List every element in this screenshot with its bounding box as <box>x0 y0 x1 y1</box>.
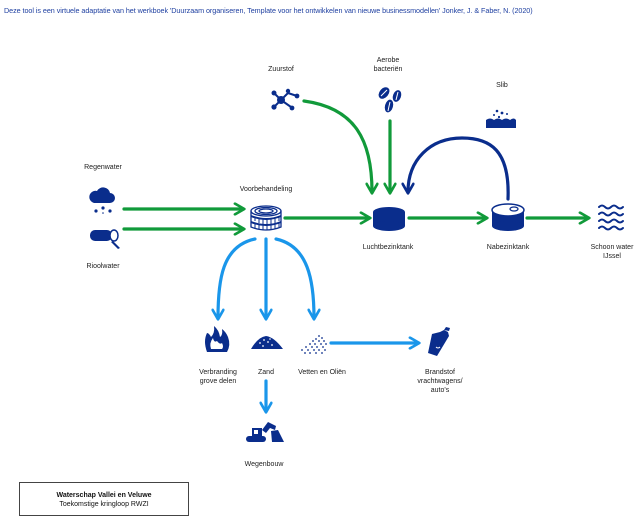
flow-zuurstof-luchtbezinktank <box>302 99 379 195</box>
label-verbranding-line2: grove delen <box>199 378 237 385</box>
label-zuurstof: Zuurstof <box>268 66 294 73</box>
oil-dot <box>304 352 306 354</box>
label-aerobe-line2: bacteriën <box>373 66 403 73</box>
flow-nabezinktank-luchtbezinktank <box>401 136 510 201</box>
label-verbranding-line1: Verbranding <box>199 369 237 376</box>
oil-dot <box>321 352 323 354</box>
sand-pile-icon <box>251 336 283 349</box>
water-waves-icon <box>598 204 624 231</box>
label-schoon-water-line2: IJssel <box>603 253 621 260</box>
sludge-icon <box>486 109 516 128</box>
excavator-icon <box>246 422 284 442</box>
oil-dot <box>316 346 318 348</box>
bacteria-icon <box>378 87 402 113</box>
label-slib: Slib <box>496 82 508 89</box>
oil-dot <box>309 352 311 354</box>
rain-cloud-icon <box>89 187 115 214</box>
oil-dot <box>325 343 327 345</box>
label-brandstof-line2: vrachtwagens/ <box>417 378 463 385</box>
legend-title: Waterschap Vallei en Veluwe <box>56 492 152 499</box>
oil-dot <box>318 335 320 337</box>
oil-dot <box>314 343 316 345</box>
label-brandstof-line3: auto's <box>430 387 450 394</box>
tank-icon <box>373 207 405 231</box>
label-rioolwater: Rioolwater <box>86 263 120 270</box>
oil-dot <box>309 343 311 345</box>
oil-dot <box>315 338 317 340</box>
oil-dot <box>323 340 325 342</box>
oil-dots-icon <box>301 335 327 354</box>
label-aerobe-line1: Aerobe <box>376 57 400 64</box>
flame-icon <box>205 326 230 352</box>
attribution-text: Deze tool is een virtuele adaptatie van … <box>4 6 533 15</box>
flow-voorbehandeling-verbranding <box>211 237 257 321</box>
label-luchtbezinktank: Luchtbezinktank <box>362 244 414 251</box>
legend-box: Waterschap Vallei en Veluwe Toekomstige … <box>19 482 189 516</box>
coil-filter-icon <box>250 205 282 231</box>
settling-tank-icon <box>491 203 525 231</box>
oil-dot <box>312 340 314 342</box>
label-nabezinktank: Nabezinktank <box>486 244 530 251</box>
oil-dot <box>318 349 320 351</box>
sewer-pipe-icon <box>90 229 120 249</box>
label-zand: Zand <box>258 369 274 376</box>
label-aerobe-bacterien: Aerobe bacteriën <box>374 56 403 74</box>
label-regenwater: Regenwater <box>84 164 122 171</box>
oil-dot <box>315 352 317 354</box>
oil-dot <box>318 340 320 342</box>
oil-dot <box>321 337 323 339</box>
label-schoon-water-line1: Schoon water <box>590 244 634 251</box>
label-brandstof: Brandstof vrachtwagens/ auto's <box>417 368 462 395</box>
label-verbranding: Verbranding grove delen <box>199 368 237 386</box>
oil-dot <box>301 349 303 351</box>
oil-dot <box>313 349 315 351</box>
label-vetten: Vetten en Oliën <box>298 369 346 376</box>
oil-dot <box>322 346 324 348</box>
fuel-nozzle-icon <box>428 327 450 356</box>
molecule-icon <box>271 88 300 111</box>
legend-subtitle: Toekomstige kringloop RWZI <box>59 501 149 508</box>
label-wegenbouw: Wegenbouw <box>244 461 284 468</box>
label-brandstof-line1: Brandstof <box>425 369 455 376</box>
oil-dot <box>320 343 322 345</box>
oil-dot <box>305 346 307 348</box>
oil-dot <box>311 346 313 348</box>
label-voorbehandeling: Voorbehandeling <box>239 186 293 193</box>
oil-dot <box>307 349 309 351</box>
oil-dot <box>324 349 326 351</box>
flow-voorbehandeling-vetten <box>274 237 321 321</box>
label-schoon-water: Schoon water IJssel <box>591 243 634 261</box>
